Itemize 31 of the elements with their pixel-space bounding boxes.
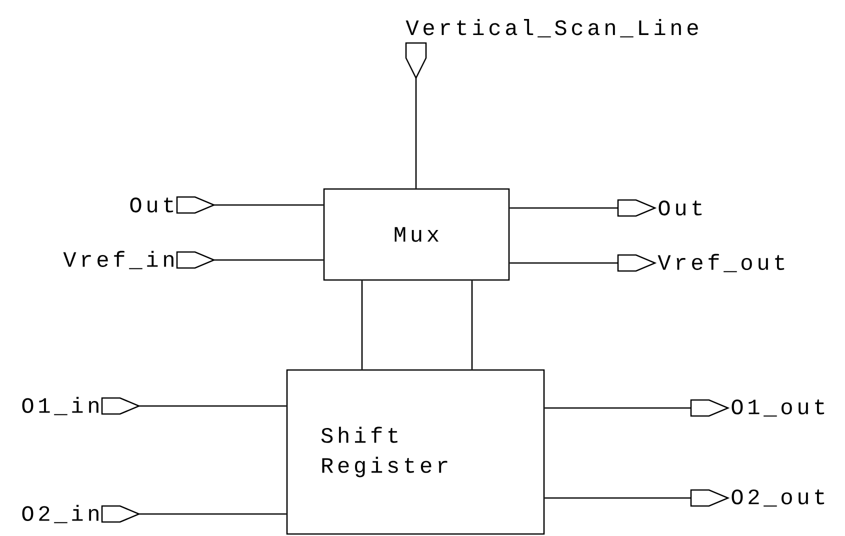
node-label: Vertical_Scan_Line bbox=[406, 19, 698, 38]
node-label: O1_out bbox=[732, 399, 824, 417]
wire bbox=[361, 280, 363, 370]
port-pin: Out bbox=[617, 199, 702, 217]
node-label: O1_in bbox=[22, 396, 98, 416]
wire bbox=[214, 204, 324, 206]
port-pin: Vref_out bbox=[617, 254, 784, 272]
wire bbox=[544, 497, 691, 499]
wire bbox=[214, 259, 324, 261]
wire bbox=[415, 78, 417, 188]
port-pin: O1_in bbox=[22, 396, 141, 416]
port-pin: Out bbox=[130, 196, 216, 214]
port-pin: O2_out bbox=[690, 489, 824, 507]
port-pin: O2_in bbox=[22, 504, 141, 524]
block-box: Shift Register bbox=[286, 369, 545, 535]
wire bbox=[139, 513, 286, 515]
node-label: Out bbox=[658, 200, 702, 216]
node-label: O2_in bbox=[22, 504, 98, 524]
wire bbox=[510, 207, 618, 209]
wire bbox=[544, 407, 691, 409]
port-pin: Vref_in bbox=[63, 250, 216, 270]
block-box: Mux bbox=[323, 188, 510, 281]
wire bbox=[471, 280, 473, 370]
node-label: Vref_out bbox=[658, 254, 784, 272]
node-label: Out bbox=[130, 198, 174, 212]
port-pin: Vertical_Scan_Line bbox=[405, 19, 698, 80]
wire bbox=[510, 262, 618, 264]
node-label: O2_out bbox=[732, 489, 824, 507]
wire bbox=[139, 405, 286, 407]
node-label: Vref_in bbox=[63, 250, 174, 270]
port-pin: O1_out bbox=[690, 399, 824, 417]
